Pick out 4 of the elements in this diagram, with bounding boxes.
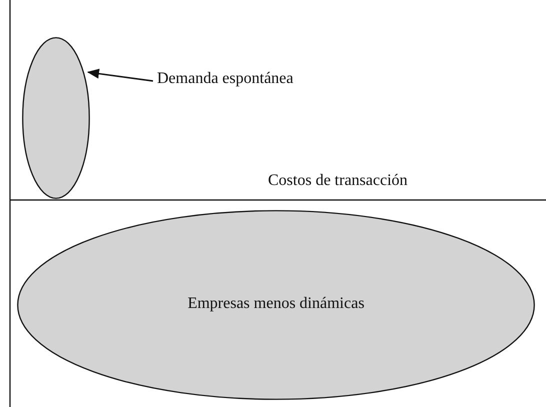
ellipse-label: Empresas menos dinámicas — [188, 295, 364, 313]
callout-text: Demanda espontánea — [157, 70, 294, 88]
arrow — [87, 68, 154, 82]
axis-label: Costos de transacción — [268, 172, 408, 190]
